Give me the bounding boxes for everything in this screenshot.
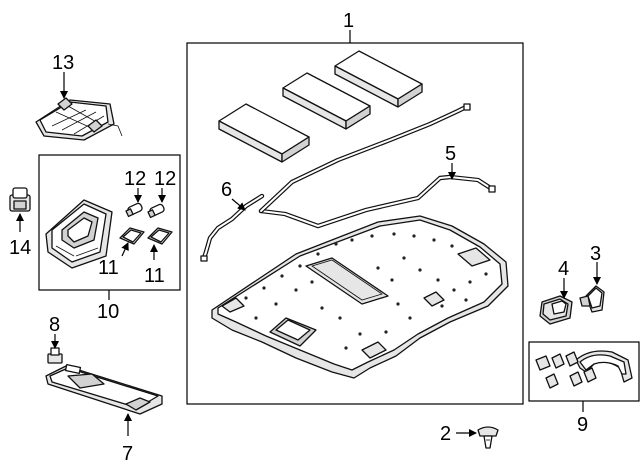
callout-13: 13 (52, 52, 74, 74)
callout-7: 7 (122, 443, 133, 465)
callout-3: 3 (590, 243, 601, 265)
callout-12b: 12 (154, 168, 176, 190)
callout-8: 8 (49, 314, 60, 336)
sun-visor-part-7 (45, 363, 163, 415)
wiring-harness-part-6 (200, 193, 265, 262)
hook-part-3 (579, 285, 605, 313)
overhead-bracket-part-13 (35, 97, 123, 141)
overhead-console-part-10 (45, 199, 113, 269)
callout-11b: 11 (144, 265, 165, 287)
clip-part-8 (47, 347, 63, 364)
holder-part-4 (539, 295, 573, 325)
bulb-part-12-right (147, 203, 165, 219)
headliner-group-box (186, 42, 524, 405)
callout-11a-leader (121, 242, 129, 257)
callout-6-leader (231, 198, 246, 211)
sound-pad-right (334, 50, 423, 108)
callout-11a: 11 (98, 257, 119, 279)
callout-5: 5 (445, 143, 456, 165)
lens-part-11-right (147, 227, 173, 245)
callout-4: 4 (558, 258, 569, 280)
callout-6: 6 (221, 179, 232, 201)
sound-pad-left (218, 103, 310, 163)
callout-2: 2 (440, 423, 451, 445)
callout-9: 9 (577, 414, 588, 436)
bulb-part-12-left (125, 202, 143, 218)
grab-handle-part-9 (535, 350, 633, 389)
wiring-harness-part-5 (258, 103, 496, 229)
switch-part-14 (9, 187, 31, 212)
callout-1: 1 (343, 10, 354, 32)
callout-14: 14 (9, 237, 31, 259)
callout-10: 10 (97, 301, 119, 323)
headliner-panel (211, 215, 509, 379)
grab-handle-box (528, 341, 640, 402)
sound-pad-middle (282, 72, 371, 130)
callout-12a: 12 (124, 168, 146, 190)
push-pin-part-2 (477, 426, 499, 449)
lens-part-11-left (119, 227, 145, 245)
